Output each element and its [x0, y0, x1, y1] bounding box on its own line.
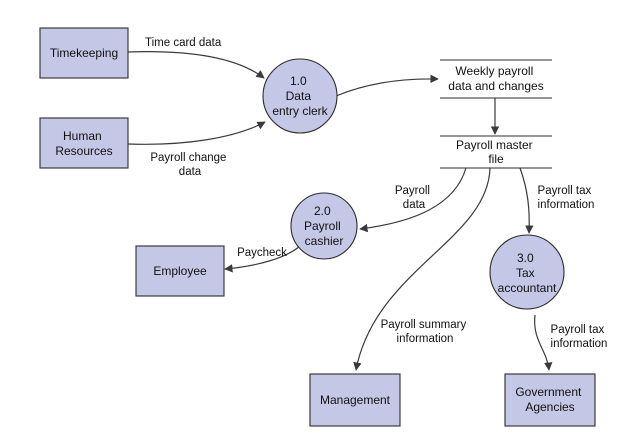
entity-label: Human	[63, 129, 102, 143]
entity-label: Management	[320, 393, 391, 407]
svg-text:Employee: Employee	[153, 264, 207, 278]
flow-label-payroll-change: Payroll change data	[150, 152, 229, 178]
entity-label: Timekeeping	[50, 46, 118, 60]
entity-management: Management	[309, 373, 401, 427]
svg-text:Timekeeping: Timekeeping	[50, 46, 118, 60]
process-label: accountant	[498, 281, 557, 295]
entity-government-agencies: Government Agencies	[504, 373, 596, 427]
flow-data-entry-to-weekly-payroll	[335, 74, 439, 97]
process-tax-accountant: 3.0 Tax accountant	[489, 234, 565, 310]
svg-text:2.0 Payroll cashie: 2.0 Payroll cashier	[304, 204, 344, 248]
entity-label: Government	[515, 385, 582, 399]
svg-text:Payroll master file: Payroll master file	[456, 138, 536, 166]
flow-human-resources-to-data-entry	[127, 121, 266, 145]
process-label: Data	[286, 89, 312, 103]
flow-label-payroll-tax-info-2: Payroll tax information	[551, 324, 608, 350]
flow-master-to-payroll-cashier	[359, 167, 467, 233]
process-label: 1.0	[290, 74, 307, 88]
entity-human-resources: Human Resources	[39, 117, 129, 169]
svg-text:Weekly payroll data and: Weekly payroll data and changes	[448, 64, 543, 93]
flow-master-to-management	[353, 167, 491, 371]
flow-label-payroll-data: Payroll data	[395, 185, 433, 211]
process-label: 3.0	[517, 251, 534, 265]
flow-master-to-tax-accountant	[519, 167, 534, 234]
process-label: Payroll	[304, 219, 341, 233]
datastore-label: data and changes	[448, 79, 543, 93]
flow-payroll-cashier-to-employee	[224, 245, 301, 273]
flow-label-time-card: Time card data	[145, 37, 222, 49]
flow-label-payroll-summary: Payroll summary information	[381, 319, 470, 345]
process-label: cashier	[305, 234, 344, 248]
datastore-weekly-payroll: Weekly payroll data and changes	[440, 59, 552, 99]
datastore-payroll-master: Payroll master file	[440, 135, 552, 169]
datastore-label: Payroll master	[456, 138, 533, 152]
datastore-label: Weekly payroll	[455, 64, 533, 78]
process-data-entry-clerk: 1.0 Data entry clerk	[262, 58, 338, 134]
entity-timekeeping: Timekeeping	[39, 27, 129, 79]
entity-label: Employee	[153, 264, 207, 278]
svg-text:Government Agencies: Government Agencies	[515, 385, 584, 414]
flow-tax-accountant-to-government	[534, 314, 553, 371]
svg-text:1.0 Data entry cle: 1.0 Data entry clerk	[272, 74, 328, 118]
entity-employee: Employee	[135, 245, 225, 297]
svg-text:Management: Management	[320, 393, 391, 407]
process-label: 2.0	[314, 204, 331, 218]
process-label: entry clerk	[272, 104, 328, 118]
entity-label: Agencies	[525, 400, 574, 414]
svg-text:Human Resources: Human Resources	[55, 129, 112, 158]
entity-label: Resources	[55, 144, 112, 158]
process-payroll-cashier: 2.0 Payroll cashier	[290, 192, 358, 260]
svg-text:3.0 Tax accountant: 3.0 Tax accountant	[498, 251, 557, 295]
process-label: Tax	[516, 266, 535, 280]
flow-timekeeping-to-data-entry	[127, 51, 265, 79]
datastore-label: file	[488, 152, 504, 166]
flow-label-paycheck: Paycheck	[237, 247, 287, 259]
flow-label-payroll-tax-info-1: Payroll tax information	[538, 185, 595, 211]
